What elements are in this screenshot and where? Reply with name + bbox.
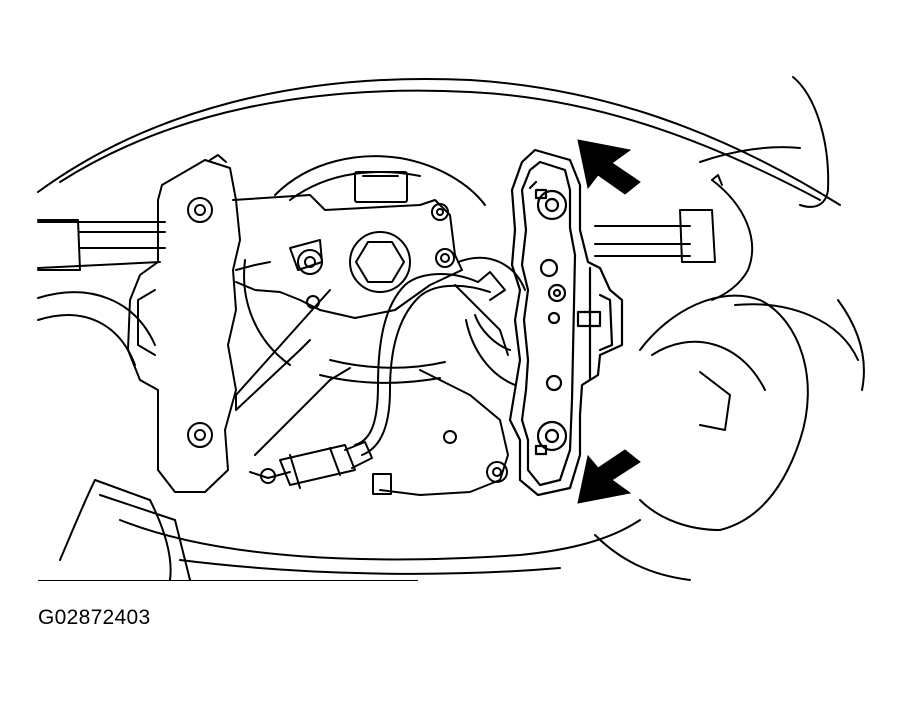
steering-wheel-illustration — [37, 76, 865, 581]
lower-rim — [119, 519, 641, 575]
hub-circle — [243, 155, 526, 386]
left-bracket — [127, 154, 241, 493]
arrow-icon-upper — [577, 139, 641, 195]
lower-right-pod — [594, 294, 865, 581]
right-spoke — [594, 174, 753, 301]
wheel-rim — [37, 76, 841, 208]
caption-divider — [38, 580, 418, 581]
lower-left-pod — [37, 291, 191, 581]
right-bracket — [508, 148, 624, 497]
wire-harness — [279, 271, 506, 489]
arrow-icon-lower — [577, 449, 641, 504]
figure-id-label: G02872403 — [38, 606, 151, 629]
center-hex-bolt — [349, 171, 411, 293]
center-plate — [232, 194, 509, 496]
left-spoke — [37, 219, 166, 271]
